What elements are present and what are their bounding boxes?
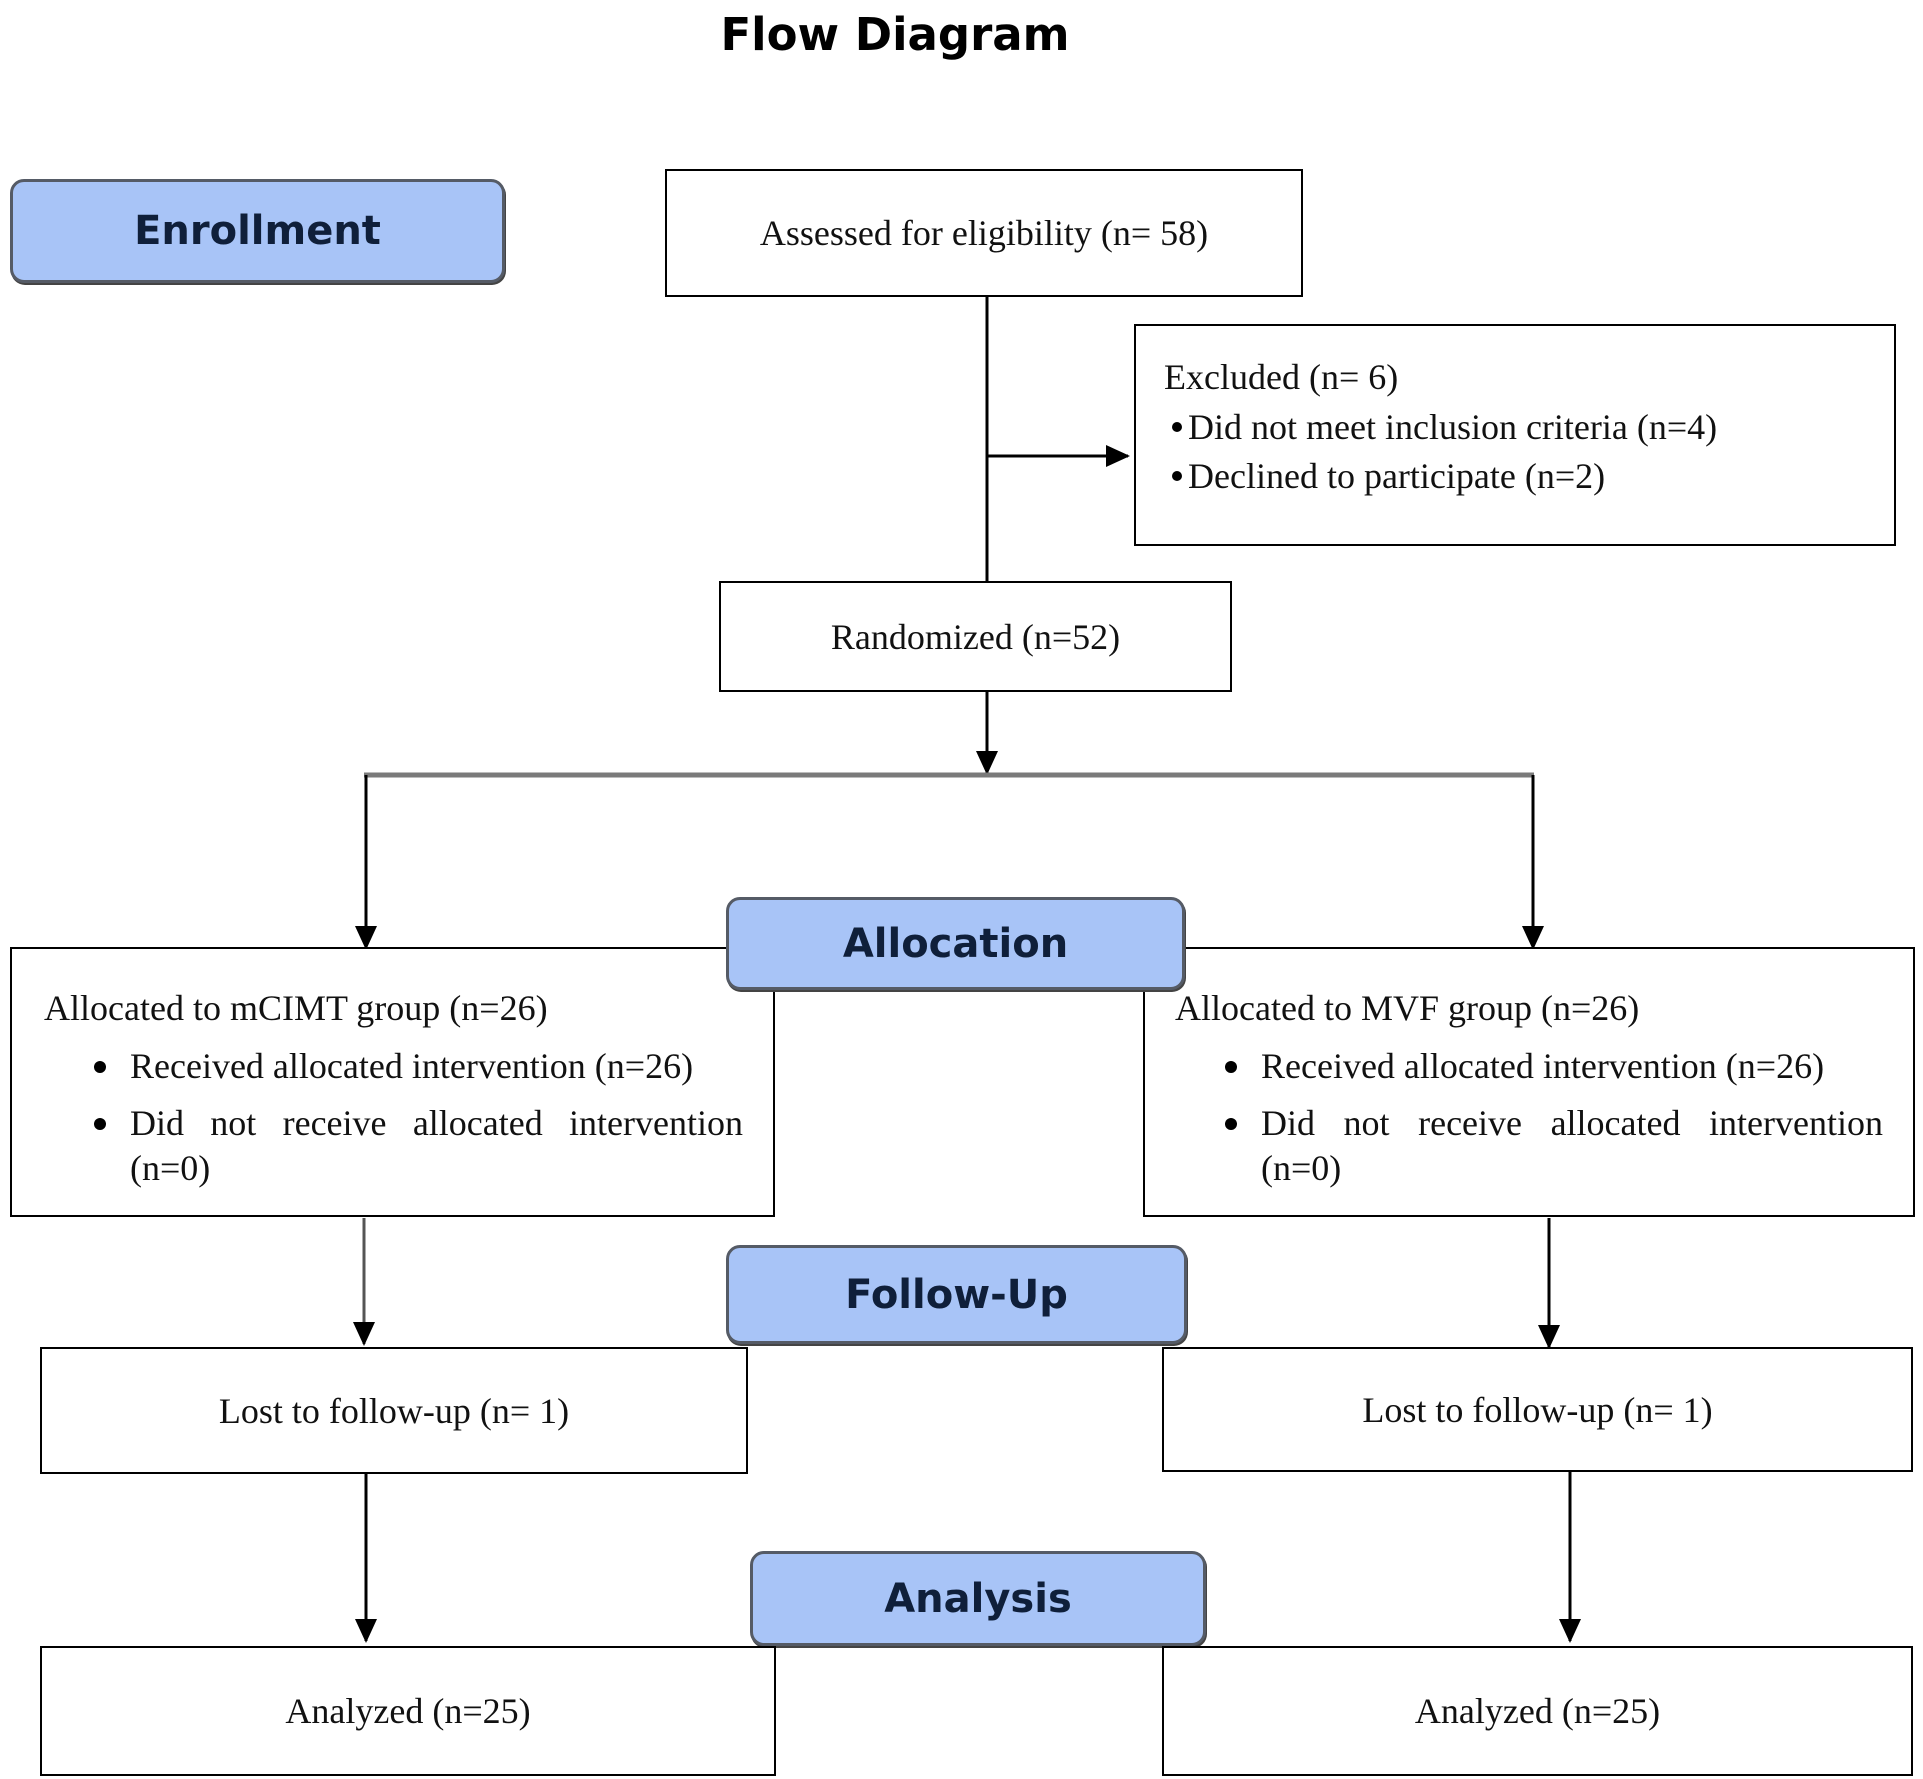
allocated-mcimt-item: Received allocated intervention (n=26): [44, 1044, 743, 1089]
stage-analysis-label: Analysis: [884, 1575, 1072, 1622]
analyzed-left-box: Analyzed (n=25): [40, 1646, 776, 1776]
diagram-title: Flow Diagram: [720, 8, 1070, 61]
analyzed-left-text: Analyzed (n=25): [285, 1691, 531, 1731]
allocated-mcimt-item: Did not receive allocated intervention (…: [44, 1101, 743, 1191]
lost-left-text: Lost to follow-up (n= 1): [218, 1390, 570, 1431]
allocated-mvf-item: Did not receive allocated intervention (…: [1175, 1101, 1883, 1191]
assessed-text: Assessed for eligibility (n= 58): [759, 213, 1209, 253]
excluded-reason-item: Did not meet inclusion criteria (n=4): [1164, 405, 1874, 450]
stage-follow-up-label: Follow-Up: [845, 1271, 1068, 1318]
stage-allocation: Allocation: [726, 897, 1185, 990]
allocated-mvf-list: Received allocated intervention (n=26) D…: [1175, 1044, 1883, 1191]
allocated-mcimt-heading: Allocated to mCIMT group (n=26): [44, 988, 548, 1028]
allocated-mvf-item: Received allocated intervention (n=26): [1175, 1044, 1883, 1089]
stage-allocation-label: Allocation: [842, 920, 1069, 967]
allocated-mvf-heading: Allocated to MVF group (n=26): [1175, 988, 1640, 1028]
analyzed-right-text: Analyzed (n=25): [1414, 1691, 1661, 1731]
randomized-text: Randomized (n=52): [830, 616, 1121, 657]
stage-enrollment-label: Enrollment: [134, 208, 381, 254]
excluded-heading: Excluded (n= 6): [1164, 357, 1399, 397]
stage-analysis: Analysis: [750, 1551, 1206, 1646]
lost-left-box: Lost to follow-up (n= 1): [40, 1347, 748, 1474]
excluded-box: Excluded (n= 6) Did not meet inclusion c…: [1134, 324, 1896, 546]
stage-follow-up: Follow-Up: [726, 1245, 1187, 1344]
analyzed-right-box: Analyzed (n=25): [1162, 1646, 1913, 1776]
allocated-mcimt-box: Allocated to mCIMT group (n=26) Received…: [10, 947, 775, 1217]
stage-enrollment: Enrollment: [10, 179, 505, 283]
excluded-reasons-list: Did not meet inclusion criteria (n=4) De…: [1164, 405, 1874, 499]
excluded-reason-item: Declined to participate (n=2): [1164, 454, 1874, 499]
randomized-box: Randomized (n=52): [719, 581, 1232, 692]
lost-right-box: Lost to follow-up (n= 1): [1162, 1347, 1913, 1472]
lost-right-text: Lost to follow-up (n= 1): [1362, 1389, 1713, 1430]
allocated-mcimt-list: Received allocated intervention (n=26) D…: [44, 1044, 743, 1191]
assessed-box: Assessed for eligibility (n= 58): [665, 169, 1303, 297]
allocated-mvf-box: Allocated to MVF group (n=26) Received a…: [1143, 947, 1915, 1217]
